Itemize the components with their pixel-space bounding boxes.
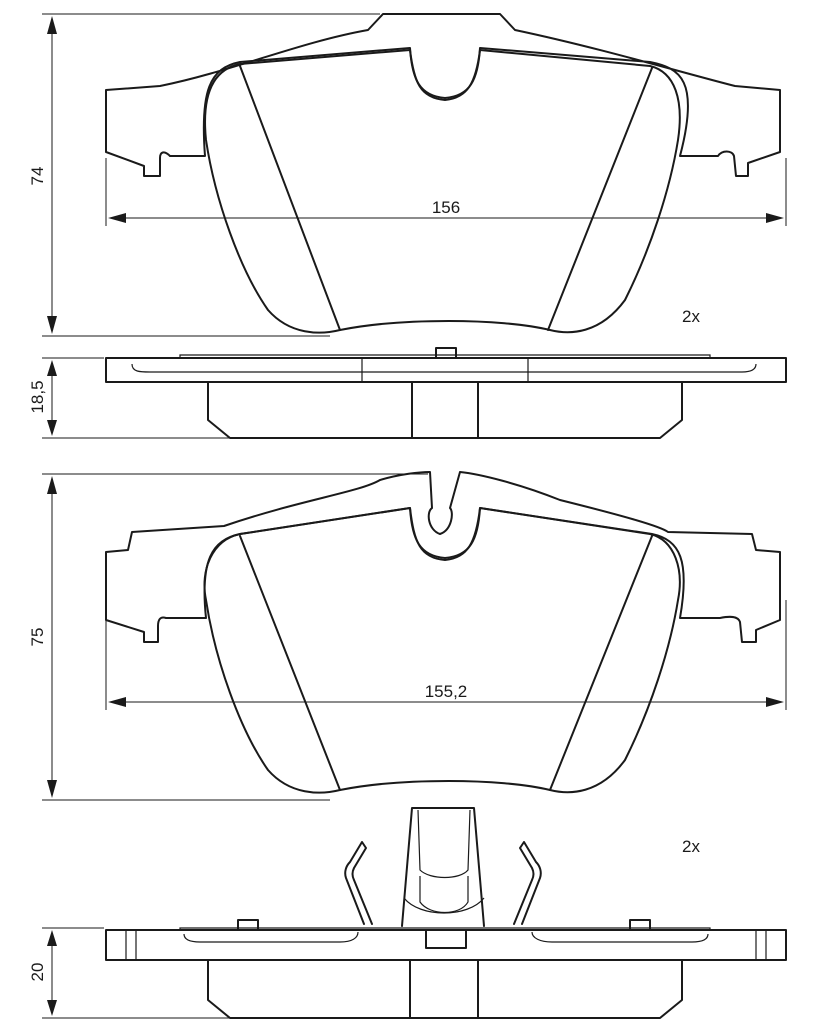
pad-2-side-tab-left [237,919,259,931]
dimension-pad-2-thickness: 20 [28,927,230,1019]
pad-2-side-tab-right [629,919,651,931]
dimension-pad-1-height: 74 [28,13,380,337]
pad-1-side-view [105,347,787,439]
pad-2-groove-right [549,535,653,791]
pad-2-side-friction [207,959,683,1019]
pad-1-friction-material [204,49,681,334]
dimension-pad-2-width: 155,2 [105,600,787,710]
pad-2-side-view [105,807,787,1019]
pad-2-quantity-label: 2x [682,837,700,856]
pad-1-side-tab [435,347,457,359]
pad-1-width-label: 156 [432,198,460,217]
pad-2-width-label: 155,2 [425,682,468,701]
pad-1-backing-plate-outline [105,13,781,177]
dimension-pad-2-height: 75 [28,473,428,801]
pad-1-groove-right [547,67,653,331]
pad-1-groove-left [239,65,341,331]
spring-clip-right [513,841,542,925]
pad-1-side-backing [105,357,787,383]
spring-clip-left [344,841,373,925]
pad-2-thickness-label: 20 [28,963,47,982]
pad-1-height-label: 74 [28,167,47,186]
pad-1-thickness-label: 18,5 [28,380,47,413]
pad-2-front-view [105,471,781,794]
pad-2-height-label: 75 [28,628,47,647]
pad-2-friction-material [203,507,681,794]
pad-2-side-backing [105,929,787,961]
pad-1-quantity-label: 2x [682,307,700,326]
pad-1-front-view [105,13,781,334]
wear-sensor-clip [401,807,485,927]
dimension-pad-1-width: 156 [105,158,787,226]
pad-1-side-friction [207,381,683,439]
pad-2-backing-plate-outline [105,471,781,643]
pad-2-side-tab-center [425,929,467,949]
pad-2-groove-left [239,535,341,791]
dimension-pad-1-thickness: 18,5 [28,357,230,439]
